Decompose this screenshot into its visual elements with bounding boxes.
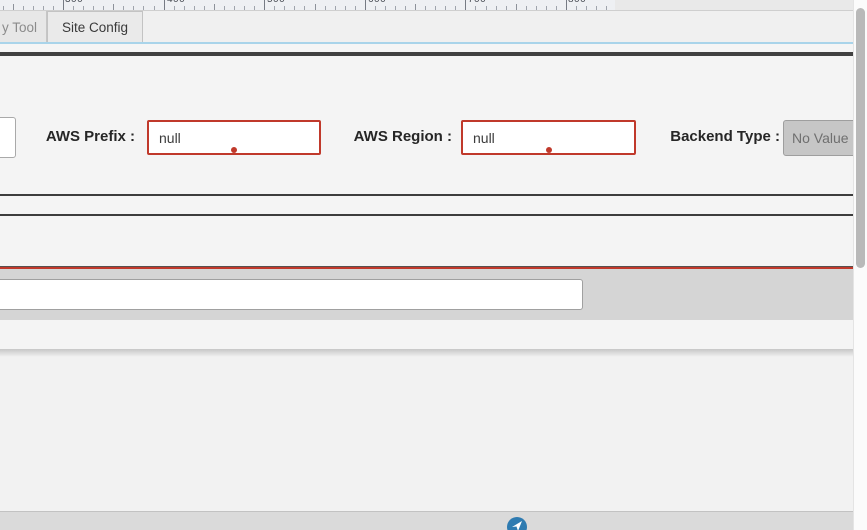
ruler-label: 300 (65, 0, 83, 5)
tab-site-config[interactable]: Site Config (47, 11, 143, 43)
collapsed-row-1 (0, 196, 853, 214)
ruler-label: 400 (167, 0, 185, 5)
ruler-label: 800 (568, 0, 586, 5)
divider-line-1 (0, 194, 853, 196)
panel-top-shadow (0, 349, 853, 357)
help-widget-button[interactable] (507, 517, 527, 530)
wide-text-input[interactable] (0, 279, 583, 310)
lower-panel (0, 349, 853, 511)
cutoff-input-box[interactable] (0, 117, 16, 158)
active-tab-underline (0, 42, 853, 44)
error-divider-line (0, 266, 853, 269)
ruler-label: 700 (468, 0, 486, 5)
ruler-label: 600 (368, 0, 386, 5)
ruler-label: 500 (267, 0, 285, 5)
aws-region-input[interactable] (461, 120, 636, 155)
vertical-scrollbar-thumb[interactable] (856, 8, 865, 268)
vertical-scrollbar[interactable] (853, 0, 867, 530)
collapsed-row-2 (0, 216, 853, 266)
tab-query-tool[interactable]: y Tool (0, 11, 47, 43)
aws-prefix-label: AWS Prefix : (45, 128, 135, 145)
paper-plane-icon (512, 521, 522, 530)
backend-type-value: No Value (792, 130, 849, 146)
aws-region-label: AWS Region : (353, 128, 452, 145)
aws-prefix-error-dot-icon (231, 147, 237, 153)
aws-region-error-dot-icon (546, 147, 552, 153)
backend-type-label: Backend Type : (670, 128, 780, 145)
tab-bar: y Tool Site Config (0, 10, 853, 43)
backend-type-select[interactable]: No Value (783, 120, 858, 156)
tab-site-config-label: Site Config (61, 20, 129, 35)
form-section-background (0, 56, 853, 194)
bottom-status-bar (0, 511, 853, 530)
ruler-spacer (615, 0, 853, 10)
panel-divider-bar (0, 52, 853, 56)
divider-line-2 (0, 214, 853, 216)
tab-query-tool-label: y Tool (2, 19, 38, 35)
spacer-strip (0, 320, 853, 349)
horizontal-ruler: 300 400 500 600 700 800 (0, 0, 615, 10)
gap-strip (0, 44, 853, 52)
